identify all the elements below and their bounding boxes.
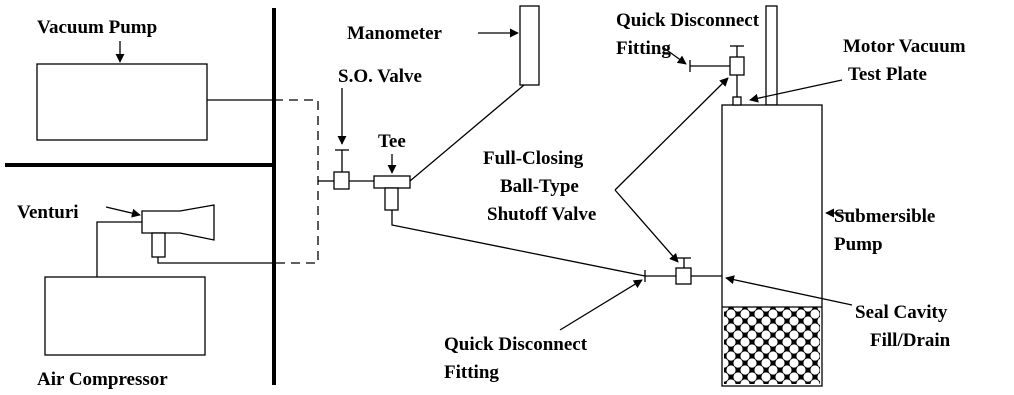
full-closing-arrow-top — [614, 77, 729, 191]
vacuum-pump-label: Vacuum Pump — [37, 17, 157, 38]
venturi-to-panel-line — [157, 257, 274, 264]
quick-disconnect-bottom-label-1: Quick Disconnect — [444, 334, 588, 355]
manometer-label: Manometer — [347, 23, 443, 44]
motor-vacuum-arrow — [749, 79, 843, 103]
venturi-body — [141, 204, 215, 241]
test-plate-nipple — [732, 96, 742, 106]
pump-pipe — [765, 5, 778, 106]
dashed-panel-connection — [274, 99, 319, 264]
air-compressor-box — [44, 276, 206, 356]
tee-to-manometer-line — [409, 84, 525, 182]
tee-horizontal — [373, 175, 411, 189]
pump-screen-pattern — [724, 307, 820, 384]
venturi-arrow — [105, 206, 141, 218]
tee-to-fitting-line — [391, 210, 646, 277]
full-closing-label-2: Ball-Type — [500, 176, 579, 197]
motor-vacuum-label-1: Motor Vacuum — [843, 36, 966, 57]
full-closing-arrow-bottom — [614, 189, 679, 263]
quick-disconnect-top-label-2: Fitting — [616, 38, 671, 59]
venturi-stub — [151, 232, 166, 258]
top-ball-valve-body — [729, 56, 745, 76]
submersible-label-2: Pump — [834, 234, 883, 255]
so-valve-label: S.O. Valve — [338, 66, 422, 87]
full-closing-label-1: Full-Closing — [483, 148, 584, 169]
venturi-label: Venturi — [17, 202, 79, 223]
seal-cavity-label-1: Seal Cavity — [855, 302, 948, 323]
air-compressor-label: Air Compressor — [37, 369, 168, 390]
so-valve-body — [333, 171, 350, 190]
quick-disconnect-bottom-arrow — [559, 279, 643, 331]
vacuum-pump-box — [36, 63, 208, 141]
compressor-to-venturi-line — [96, 221, 142, 277]
submersible-label-1: Submersible — [834, 206, 935, 227]
quick-disconnect-top-arrow — [663, 47, 687, 65]
quick-disconnect-top-label-1: Quick Disconnect — [616, 10, 760, 31]
seal-cavity-arrow — [725, 275, 853, 306]
full-closing-label-3: Shutoff Valve — [487, 204, 596, 225]
motor-vacuum-label-2: Test Plate — [848, 64, 927, 85]
quick-disconnect-bottom-label-2: Fitting — [444, 362, 499, 383]
bottom-ball-valve-body — [675, 267, 692, 285]
manometer-tube — [519, 5, 540, 86]
seal-cavity-label-2: Fill/Drain — [870, 330, 951, 351]
tee-stub — [384, 187, 399, 211]
tee-label: Tee — [378, 131, 406, 152]
